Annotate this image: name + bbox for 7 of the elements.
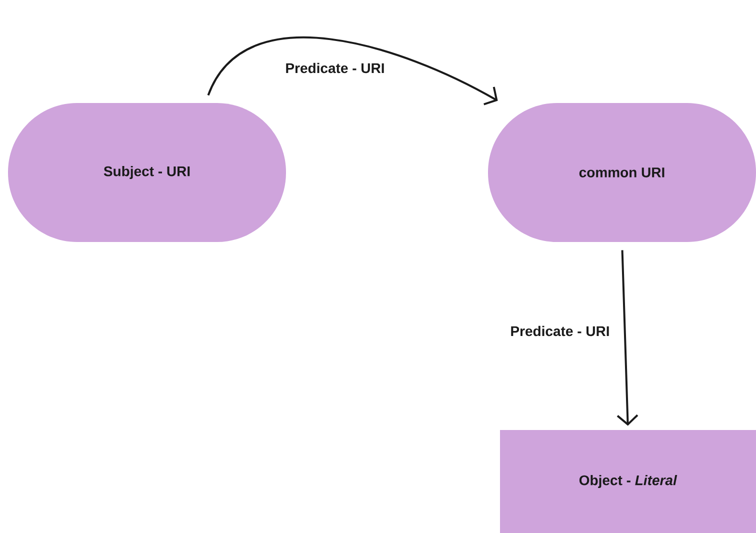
rounded-node: Subject - URI — [8, 103, 286, 242]
arrow — [616, 250, 638, 426]
rounded-node: common URI — [488, 103, 756, 242]
arrow — [207, 36, 498, 106]
edge-label: Predicate - URI — [508, 324, 612, 338]
edge-label: Predicate - URI — [283, 60, 387, 76]
rectangle-node: Object - Literal — [500, 430, 756, 533]
